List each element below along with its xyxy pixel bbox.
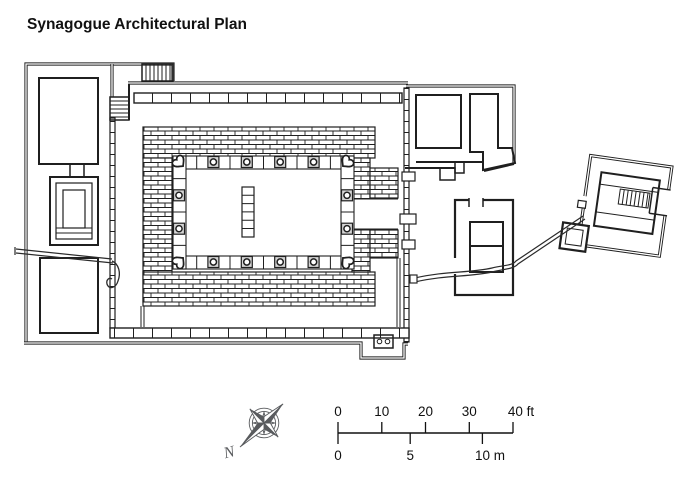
- column: [307, 155, 320, 169]
- column: [273, 255, 287, 269]
- column: [307, 255, 320, 269]
- precinct-west-wall: [109, 117, 116, 329]
- east-building-door: [576, 199, 587, 210]
- column: [207, 255, 220, 269]
- scale-bar-m-ticks: [337, 433, 484, 444]
- southeast-platform: [369, 229, 399, 259]
- hall-north-wall: [133, 92, 403, 104]
- east-doorway: [350, 198, 399, 230]
- benches: [142, 126, 399, 307]
- page-title: Synagogue Architectural Plan: [27, 16, 247, 33]
- annex-room-square: [415, 94, 462, 149]
- east-building-inner-room: [592, 171, 662, 236]
- trail-end-cap: [409, 274, 418, 284]
- scale-label-m-5: 5: [406, 448, 414, 463]
- scale-label-m-10: 10 m: [475, 448, 505, 463]
- compass-rose: N: [221, 403, 284, 463]
- scale-label-ft-20: 20: [418, 404, 433, 419]
- west-staircase: [109, 96, 130, 121]
- door-jambs: [69, 164, 85, 176]
- north-staircase: [141, 63, 174, 82]
- column: [273, 155, 287, 169]
- column: [340, 222, 354, 235]
- column: [172, 222, 186, 235]
- column: [172, 189, 186, 202]
- column: [240, 155, 254, 169]
- compass-north-label: N: [221, 443, 238, 463]
- column: [340, 189, 354, 202]
- scale-label-m-0: 0: [334, 448, 342, 463]
- west-room-lower: [39, 257, 99, 334]
- west-room-upper: [38, 77, 99, 165]
- scale-label-ft-10: 10: [374, 404, 389, 419]
- scale-label-ft-30: 30: [462, 404, 477, 419]
- annex-room-east: [469, 93, 517, 172]
- synagogue-hall: [133, 92, 417, 349]
- east-building-stairs: [617, 188, 651, 209]
- trail-west: [14, 247, 120, 289]
- column: [240, 255, 254, 269]
- stylobate: [172, 155, 355, 270]
- trail-east: [409, 215, 586, 284]
- east-building-annex-square: [558, 221, 591, 254]
- column: [207, 155, 220, 169]
- precinct-south-wall: [22, 341, 410, 360]
- scale-label-ft-40: 40 ft: [508, 404, 535, 419]
- east-annex: [404, 84, 517, 297]
- scale-bar-ft-ticks: [337, 422, 514, 433]
- comb-building: [452, 198, 515, 297]
- scale-label-ft-0: 0: [334, 404, 342, 419]
- south-installation: [373, 334, 394, 349]
- colonnade: [170, 153, 356, 271]
- west-nested-room: [49, 176, 99, 246]
- northeast-platform: [369, 167, 399, 199]
- far-east-building: [558, 153, 674, 258]
- east-thresholds: [399, 171, 417, 250]
- trail-hook: [106, 260, 120, 289]
- scale-bar: 0 10 20 30 40 ft 0 5 10 m: [334, 404, 534, 463]
- south-ashlar-course: [109, 327, 410, 339]
- bema-strip: [241, 186, 255, 238]
